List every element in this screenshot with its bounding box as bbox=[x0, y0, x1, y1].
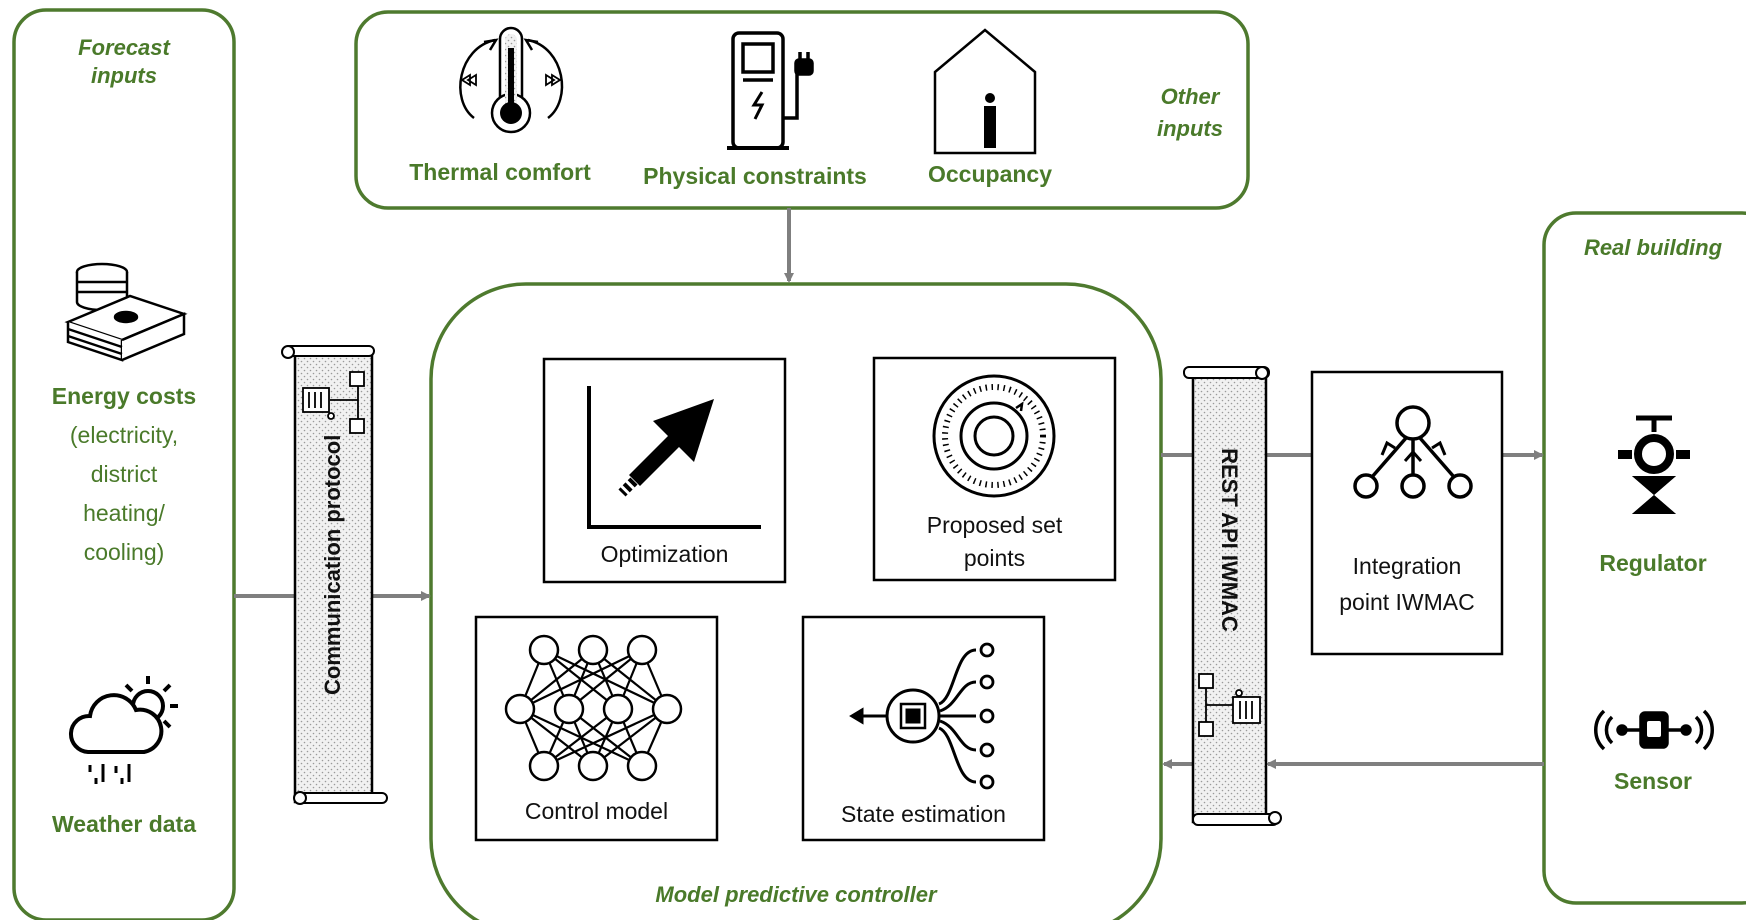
sensor-label: Sensor bbox=[1614, 768, 1692, 794]
integration-line1: Integration bbox=[1352, 553, 1462, 579]
setpoints-line2: points bbox=[963, 545, 1026, 571]
control-model-label: Control model bbox=[524, 798, 669, 824]
thermometer-icon bbox=[459, 26, 564, 134]
rest-api-scroll bbox=[1183, 366, 1282, 826]
other-inputs-panel bbox=[354, 10, 1250, 210]
regulator-label: Regulator bbox=[1599, 550, 1707, 576]
other-title-line1: Other bbox=[1160, 84, 1220, 109]
neural-network-icon bbox=[504, 634, 683, 782]
regulator-valve-icon bbox=[1618, 415, 1690, 514]
energy-costs-title: Energy costs bbox=[51, 383, 197, 409]
rest-api-label: REST API IWMAC bbox=[1217, 448, 1242, 632]
occupancy-label: Occupancy bbox=[928, 161, 1052, 187]
ev-charger-icon bbox=[727, 31, 814, 150]
physical-constraints-label: Physical constraints bbox=[643, 163, 867, 189]
server-network-icon bbox=[1198, 673, 1261, 737]
forecast-title-line1: Forecast bbox=[78, 35, 170, 60]
energy-detail-line3: heating/ bbox=[83, 500, 165, 526]
energy-detail-line1: (electricity, bbox=[69, 422, 179, 448]
mpc-title: Model predictive controller bbox=[655, 882, 937, 907]
state-estimation-label: State estimation bbox=[841, 801, 1006, 827]
forecast-inputs-title: Forecast inputs bbox=[14, 34, 234, 89]
energy-detail-line2: district bbox=[90, 461, 158, 487]
setpoints-line1: Proposed set bbox=[926, 512, 1063, 538]
integration-point-label: Integration point IWMAC bbox=[1312, 548, 1502, 620]
communication-protocol-label: Communication protocol bbox=[320, 434, 345, 695]
weather-data-label: Weather data bbox=[51, 811, 196, 837]
mpc-panel bbox=[429, 282, 1163, 920]
occupancy-house-icon bbox=[933, 28, 1037, 155]
optimization-box bbox=[542, 357, 787, 584]
forecast-inputs-panel bbox=[12, 8, 236, 920]
dial-icon bbox=[932, 374, 1056, 498]
forecast-title-line2: inputs bbox=[91, 62, 157, 88]
other-inputs-title: Other inputs bbox=[1130, 81, 1250, 145]
optimization-chart-icon bbox=[587, 386, 761, 529]
communication-protocol-scroll bbox=[281, 345, 388, 805]
real-building-panel bbox=[1542, 211, 1746, 905]
thermal-comfort-label: Thermal comfort bbox=[409, 159, 591, 185]
energy-detail-line4: cooling) bbox=[83, 539, 165, 565]
integration-point-box bbox=[1310, 370, 1504, 656]
money-stack-icon bbox=[64, 262, 188, 362]
weather-cloud-icon bbox=[68, 676, 178, 784]
real-building-title: Real building bbox=[1583, 235, 1723, 260]
optimization-label: Optimization bbox=[600, 541, 729, 567]
integration-line2: point IWMAC bbox=[1339, 589, 1475, 615]
server-network-icon bbox=[302, 371, 365, 434]
chip-network-icon bbox=[849, 642, 995, 790]
proposed-setpoints-label: Proposed set points bbox=[874, 509, 1115, 575]
other-title-line2: inputs bbox=[1157, 116, 1223, 141]
sensor-icon bbox=[1594, 709, 1714, 751]
energy-costs-details: (electricity, district heating/ cooling) bbox=[14, 416, 234, 572]
integration-tree-icon bbox=[1353, 405, 1473, 499]
